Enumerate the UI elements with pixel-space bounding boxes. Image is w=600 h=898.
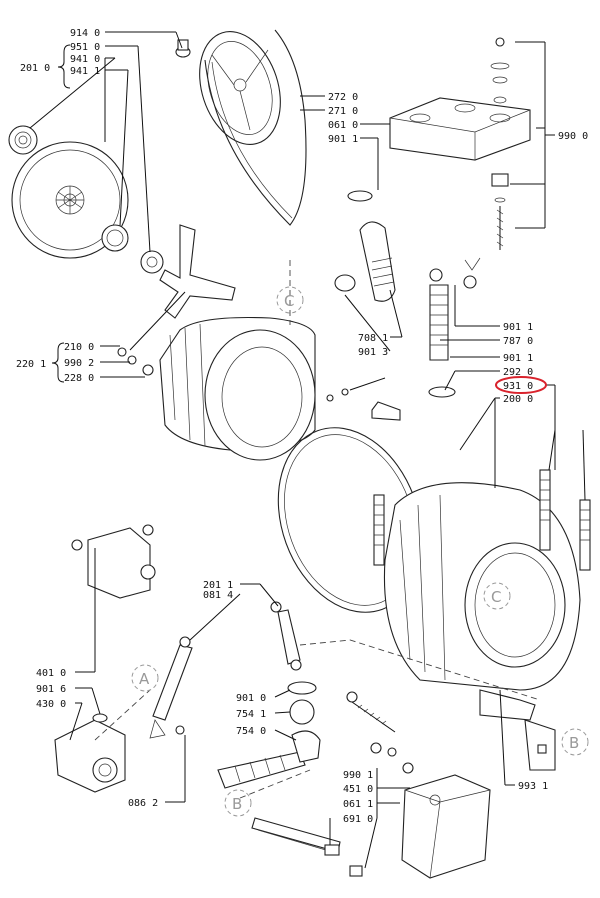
label-451-0: 451 0 <box>343 784 373 795</box>
leader-lines <box>29 31 556 869</box>
label-990-0: 990 0 <box>558 131 588 142</box>
brace-201-0 <box>57 44 71 89</box>
callout-letter: C <box>284 292 294 310</box>
label-901-3: 901 3 <box>358 347 388 358</box>
brace-220-1 <box>51 342 65 383</box>
hose-clamps-part <box>287 681 317 725</box>
label-941-1: 941 1 <box>70 66 100 77</box>
label-271-0: 271 0 <box>328 106 358 117</box>
label-754-0: 754 0 <box>236 726 266 737</box>
label-081-4: 081 4 <box>203 590 233 601</box>
label-941-0: 941 0 <box>70 54 100 65</box>
counterweight-front-part <box>401 774 491 879</box>
bearing-941-part <box>8 125 38 155</box>
label-990-2: 990 2 <box>64 358 94 369</box>
callout-C-top: C <box>276 286 304 314</box>
bracket-993-part <box>524 719 556 771</box>
drum-part <box>159 316 316 461</box>
label-061-0: 061 0 <box>328 120 358 131</box>
callout-A-left: A <box>131 664 159 692</box>
pulley-part <box>199 31 281 145</box>
label-401-0: 401 0 <box>36 668 66 679</box>
drain-hose-part <box>217 730 321 789</box>
label-210-0: 210 0 <box>64 342 94 353</box>
label-901-1-top: 901 1 <box>328 134 358 145</box>
hook-bracket-part <box>371 401 401 421</box>
counterweight-part <box>389 97 531 161</box>
label-201-1: 201 1 <box>203 580 233 591</box>
nut-914-part <box>175 39 191 58</box>
label-272-0: 272 0 <box>328 92 358 103</box>
label-691-0: 691 0 <box>343 814 373 825</box>
spider-arm-part <box>159 224 236 319</box>
label-914-0: 914 0 <box>70 28 100 39</box>
shock-absorber-left-part <box>149 636 193 739</box>
label-201-0: 201 0 <box>20 63 50 74</box>
label-228-0: 228 0 <box>64 373 94 384</box>
label-931-0: 931 0 <box>503 381 533 392</box>
clip-c-part <box>334 274 356 292</box>
label-061-1: 061 1 <box>343 799 373 810</box>
spring-hose-part <box>428 257 481 398</box>
front-tub-part <box>383 482 581 721</box>
rear-tub-cover-part <box>11 141 129 259</box>
bearing-941-1-part <box>101 224 129 252</box>
label-292-0: 292 0 <box>503 367 533 378</box>
heater-part <box>251 817 363 877</box>
callout-B-hose: B <box>224 789 252 817</box>
label-901-1-b: 901 1 <box>503 353 533 364</box>
label-993-1: 993 1 <box>518 781 548 792</box>
label-990-1: 990 1 <box>343 770 373 781</box>
label-430-0: 430 0 <box>36 699 66 710</box>
drum-bolt-part <box>326 377 386 402</box>
bolt-690-part <box>346 691 414 774</box>
highlight-931-0 <box>495 376 547 394</box>
callout-letter: C <box>491 588 501 606</box>
label-754-1: 754 1 <box>236 709 266 720</box>
callout-B-tub: B <box>561 728 589 756</box>
callout-letter: B <box>569 734 579 752</box>
label-708-1: 708 1 <box>358 333 388 344</box>
label-901-6: 901 6 <box>36 684 66 695</box>
callout-C-tub: C <box>483 582 511 610</box>
springs-part <box>373 429 591 571</box>
drain-pump-part <box>54 713 126 793</box>
bolt-stack-part <box>490 37 510 250</box>
label-200-0: 200 0 <box>503 394 533 405</box>
shock-absorber-right-part <box>270 601 302 671</box>
callout-letter: B <box>232 795 242 813</box>
label-951-0: 951 0 <box>70 42 100 53</box>
label-086-2: 086 2 <box>128 798 158 809</box>
callout-letter: A <box>139 670 150 688</box>
label-901-1-a: 901 1 <box>503 322 533 333</box>
seal-951-part <box>140 250 164 274</box>
label-901-0: 901 0 <box>236 693 266 704</box>
label-220-1: 220 1 <box>16 359 46 370</box>
hose-clamp-part <box>347 190 373 202</box>
label-787-0: 787 0 <box>503 336 533 347</box>
drive-belt-part <box>204 29 307 226</box>
bellows-hose-part <box>359 221 396 302</box>
pump-top-part <box>71 524 156 599</box>
